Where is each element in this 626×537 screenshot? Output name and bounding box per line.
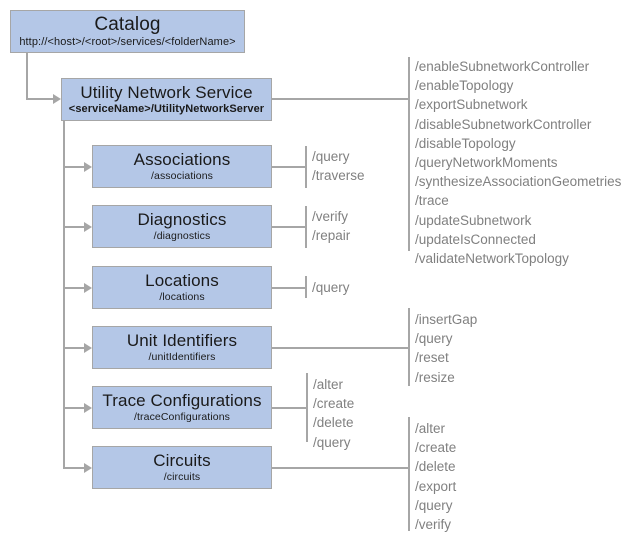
operation-item[interactable]: /synthesizeAssociationGeometries (415, 174, 622, 190)
operation-item[interactable]: /delete (313, 415, 354, 431)
connector-diagnostics-to-operations (272, 226, 306, 228)
bracket-service-operations (408, 57, 410, 251)
node-diagnostics-title: Diagnostics (137, 210, 227, 229)
node-trace-configurations-path: /traceConfigurations (134, 411, 230, 423)
operation-item[interactable]: /alter (415, 421, 446, 436)
connector-trace-configurations-to-operations (272, 407, 307, 409)
operation-item[interactable]: /resize (415, 369, 455, 385)
bracket-locations-operations (305, 276, 307, 298)
node-locations-title: Locations (145, 271, 219, 290)
operations-list-trace-configurations: /alter/create/delete/query (313, 375, 354, 452)
operation-item[interactable]: /create (415, 440, 457, 456)
connector-trunk-to-diagnostics (63, 226, 84, 228)
bracket-diagnostics-operations (305, 206, 307, 248)
node-utility-network-service-path: <serviceName>/UtilityNetworkServer (68, 103, 265, 115)
connector-unit-identifiers-to-operations (272, 347, 409, 349)
bracket-trace-configurations-operations (306, 373, 308, 442)
operations-list-diagnostics: /verify/repair (312, 207, 350, 245)
connector-trunk-to-associations (63, 166, 84, 168)
node-locations[interactable]: Locations /locations (92, 266, 272, 309)
operation-item[interactable]: /trace (415, 193, 449, 209)
operation-item[interactable]: /verify (312, 209, 349, 224)
operation-item[interactable]: /delete (415, 459, 456, 475)
node-catalog[interactable]: Catalog http://<host>/<root>/services/<f… (10, 10, 245, 53)
operation-item[interactable]: /verify (415, 517, 452, 533)
node-utility-network-service-title: Utility Network Service (80, 83, 253, 102)
connector-locations-to-operations (272, 287, 306, 289)
operation-item[interactable]: /disableSubnetworkController (415, 116, 592, 132)
operations-list-service: /enableSubnetworkController/enableTopolo… (415, 57, 621, 268)
operation-item[interactable]: /query (415, 331, 453, 347)
operation-item[interactable]: /reset (415, 350, 449, 366)
node-associations-title: Associations (133, 150, 231, 169)
bracket-associations-operations (305, 146, 307, 188)
node-unit-identifiers-path: /unitIdentifiers (148, 351, 216, 363)
operation-item[interactable]: /query (313, 434, 351, 450)
operation-item[interactable]: /query (415, 497, 453, 513)
operation-item[interactable]: /enableSubnetworkController (415, 59, 590, 74)
connector-trunk-to-trace-configurations (63, 407, 84, 409)
operation-item[interactable]: /create (313, 396, 355, 412)
operations-list-locations: /query (312, 278, 350, 297)
node-utility-network-service[interactable]: Utility Network Service <serviceName>/Ut… (61, 78, 272, 121)
operation-item[interactable]: /disableTopology (415, 135, 516, 151)
node-associations[interactable]: Associations /associations (92, 145, 272, 188)
operation-item[interactable]: /queryNetworkMoments (415, 155, 558, 171)
operations-list-associations: /query/traverse (312, 147, 365, 185)
node-unit-identifiers[interactable]: Unit Identifiers /unitIdentifiers (92, 326, 272, 369)
arrow-to-locations (84, 283, 92, 293)
connector-catalog-trunk (26, 53, 28, 99)
connector-circuits-to-operations (272, 467, 409, 469)
operation-item[interactable]: /query (312, 149, 350, 164)
operation-item[interactable]: /insertGap (415, 312, 478, 327)
operation-item[interactable]: /exportSubnetwork (415, 97, 528, 113)
connector-trunk-to-unit-identifiers (63, 347, 84, 349)
arrow-to-associations (84, 162, 92, 172)
operation-item[interactable]: /repair (312, 228, 351, 244)
arrow-to-circuits (84, 463, 92, 473)
node-associations-path: /associations (151, 170, 213, 182)
operations-list-circuits: /alter/create/delete/export/query/verify (415, 419, 456, 534)
node-catalog-title: Catalog (94, 14, 161, 35)
operation-item[interactable]: /updateIsConnected (415, 231, 536, 247)
node-unit-identifiers-title: Unit Identifiers (126, 331, 238, 350)
arrow-to-trace-configurations (84, 403, 92, 413)
connector-associations-to-operations (272, 166, 306, 168)
node-circuits-title: Circuits (153, 451, 211, 470)
node-diagnostics[interactable]: Diagnostics /diagnostics (92, 205, 272, 248)
node-circuits[interactable]: Circuits /circuits (92, 446, 272, 489)
node-circuits-path: /circuits (163, 471, 201, 483)
operations-list-unit-identifiers: /insertGap/query/reset/resize (415, 310, 477, 387)
node-locations-path: /locations (159, 291, 205, 303)
connector-service-to-operations (272, 98, 409, 100)
arrow-to-diagnostics (84, 222, 92, 232)
node-trace-configurations-title: Trace Configurations (102, 391, 262, 410)
operation-item[interactable]: /validateNetworkTopology (415, 251, 569, 267)
node-diagnostics-path: /diagnostics (153, 230, 211, 242)
arrow-catalog-to-service (53, 94, 61, 104)
connector-service-trunk (63, 121, 65, 468)
operation-item[interactable]: /traverse (312, 168, 365, 184)
connector-trunk-to-circuits (63, 467, 84, 469)
operation-item[interactable]: /alter (313, 377, 344, 392)
operation-item[interactable]: /updateSubnetwork (415, 212, 532, 228)
operation-item[interactable]: /export (415, 478, 457, 494)
operation-item[interactable]: /query (312, 280, 350, 295)
bracket-unit-identifiers-operations (408, 308, 410, 386)
node-trace-configurations[interactable]: Trace Configurations /traceConfiguration… (92, 386, 272, 429)
connector-trunk-to-locations (63, 287, 84, 289)
node-catalog-path: http://<host>/<root>/services/<folderNam… (19, 36, 236, 48)
bracket-circuits-operations (408, 417, 410, 531)
arrow-to-unit-identifiers (84, 343, 92, 353)
connector-catalog-to-service (26, 98, 53, 100)
operation-item[interactable]: /enableTopology (415, 78, 514, 94)
